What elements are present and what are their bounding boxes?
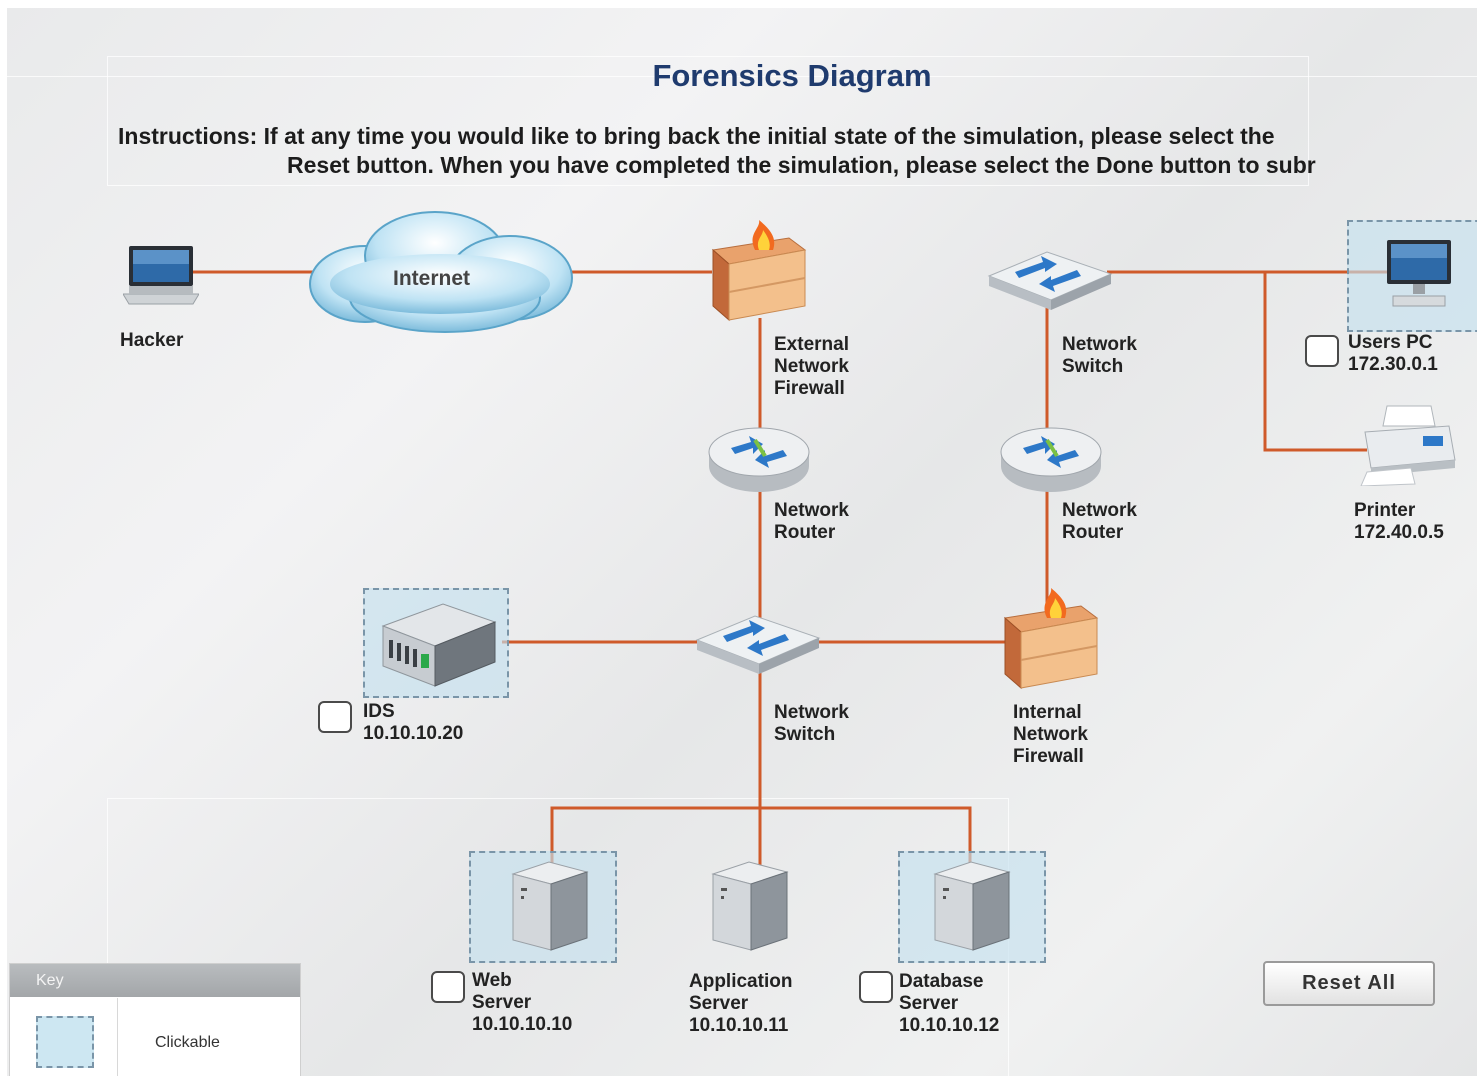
desktop-icon bbox=[1387, 240, 1451, 307]
switch-icon bbox=[695, 615, 821, 674]
link-printer bbox=[1263, 272, 1367, 452]
db-server-checkbox[interactable] bbox=[859, 971, 893, 1003]
external-firewall-label: External Network Firewall bbox=[774, 334, 849, 399]
web-server-label: Web Server 10.10.10.10 bbox=[472, 970, 573, 1035]
instructions-line-2: Reset button. When you have completed th… bbox=[287, 152, 1316, 178]
simulation-canvas: Forensics Diagram Instructions: If at an… bbox=[7, 8, 1477, 1076]
ids-appliance-icon bbox=[381, 603, 497, 687]
firewall-icon bbox=[1003, 588, 1099, 690]
decor-line bbox=[7, 8, 1477, 77]
users-pc-checkbox[interactable] bbox=[1305, 335, 1339, 367]
laptop-icon bbox=[123, 246, 199, 305]
internet-label: Internet bbox=[393, 267, 471, 290]
internal-firewall-label: Internal Network Firewall bbox=[1013, 702, 1088, 767]
users-pc-label: Users PC 172.30.0.1 bbox=[1348, 332, 1438, 375]
top-switch-label: Network Switch bbox=[1062, 334, 1137, 377]
instructions-text: Instructions: If at any time you would l… bbox=[118, 122, 1316, 180]
key-clickable-label: Clickable bbox=[155, 1034, 220, 1051]
instructions-line-1: Instructions: If at any time you would l… bbox=[118, 123, 1275, 149]
printer-label: Printer 172.40.0.5 bbox=[1354, 500, 1444, 543]
hacker-label: Hacker bbox=[120, 330, 184, 351]
app-server-label: Application Server 10.10.10.11 bbox=[689, 971, 793, 1036]
server-icon bbox=[511, 861, 589, 951]
printer-icon bbox=[1360, 405, 1456, 486]
db-server-label: Database Server 10.10.10.12 bbox=[899, 971, 1000, 1036]
reset-all-button[interactable]: Reset All bbox=[1263, 961, 1435, 1006]
ids-label: IDS 10.10.10.20 bbox=[363, 701, 464, 744]
decor-panel bbox=[107, 56, 1309, 186]
center-switch-label: Network Switch bbox=[774, 702, 849, 745]
cloud-icon bbox=[309, 211, 573, 333]
firewall-icon bbox=[711, 220, 807, 322]
network-links bbox=[192, 270, 1392, 873]
web-server-checkbox[interactable] bbox=[431, 971, 465, 1003]
router-icon bbox=[1000, 427, 1102, 492]
key-divider bbox=[117, 998, 118, 1076]
key-legend: Key Clickable bbox=[9, 963, 301, 1076]
router-left-label: Network Router bbox=[774, 500, 849, 543]
server-icon bbox=[933, 861, 1011, 951]
page-title: Forensics Diagram bbox=[652, 58, 932, 93]
switch-icon bbox=[987, 251, 1113, 310]
router-icon bbox=[708, 427, 810, 492]
clickable-swatch bbox=[36, 1016, 94, 1068]
key-header: Key bbox=[10, 964, 300, 997]
server-icon bbox=[711, 861, 789, 951]
router-right-label: Network Router bbox=[1062, 500, 1137, 543]
ids-checkbox[interactable] bbox=[318, 701, 352, 733]
